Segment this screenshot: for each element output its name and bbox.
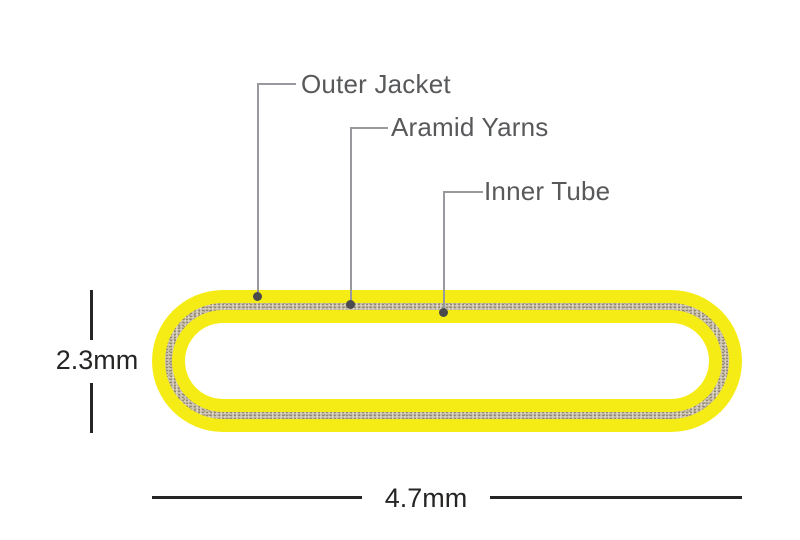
outer-jacket-ring: [152, 290, 742, 432]
height-dimension-line-bottom: [90, 383, 93, 433]
inner-tube-label: Inner Tube: [484, 176, 611, 206]
outer-jacket-leader-horizontal: [257, 83, 296, 85]
outer-jacket-leader-vertical: [257, 83, 259, 297]
height-dimension-line-top: [90, 290, 93, 340]
inner-tube-ring: [172, 310, 722, 412]
outer-jacket-marker-dot: [253, 292, 262, 301]
inner-tube-leader-vertical: [443, 191, 445, 313]
tube-bore: [185, 323, 709, 399]
width-dimension-line-right: [490, 496, 742, 499]
aramid-yarns-leader-vertical: [350, 127, 352, 305]
width-dimension-line-left: [152, 496, 362, 499]
aramid-yarns-ring: [165, 303, 729, 419]
inner-tube-marker-dot: [439, 308, 448, 317]
inner-tube-leader-horizontal: [443, 191, 483, 193]
aramid-yarns-marker-dot: [346, 300, 355, 309]
aramid-yarns-label: Aramid Yarns: [391, 112, 549, 142]
aramid-yarns-leader-horizontal: [350, 127, 388, 129]
height-dimension-label: 2.3mm: [55, 345, 139, 375]
width-dimension-label: 4.7mm: [384, 483, 468, 513]
outer-jacket-label: Outer Jacket: [301, 69, 451, 99]
